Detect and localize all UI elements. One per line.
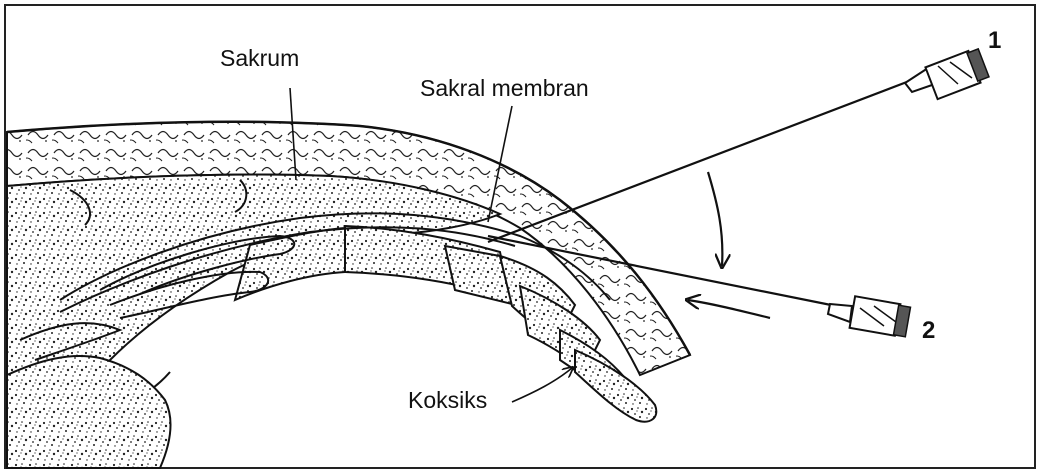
coccyx-leader-line xyxy=(512,368,572,402)
ilium-bone xyxy=(7,356,170,468)
needle-2-number: 2 xyxy=(922,317,935,344)
needle-1-number: 1 xyxy=(988,27,1001,54)
coccyx-label: Koksiks xyxy=(408,387,487,413)
sacrum-label: Sakrum xyxy=(220,45,299,71)
sacral-membrane-label: Sakral membran xyxy=(420,75,589,101)
curved-arrow-down-icon xyxy=(708,172,722,266)
arrow-left-icon xyxy=(688,300,770,318)
